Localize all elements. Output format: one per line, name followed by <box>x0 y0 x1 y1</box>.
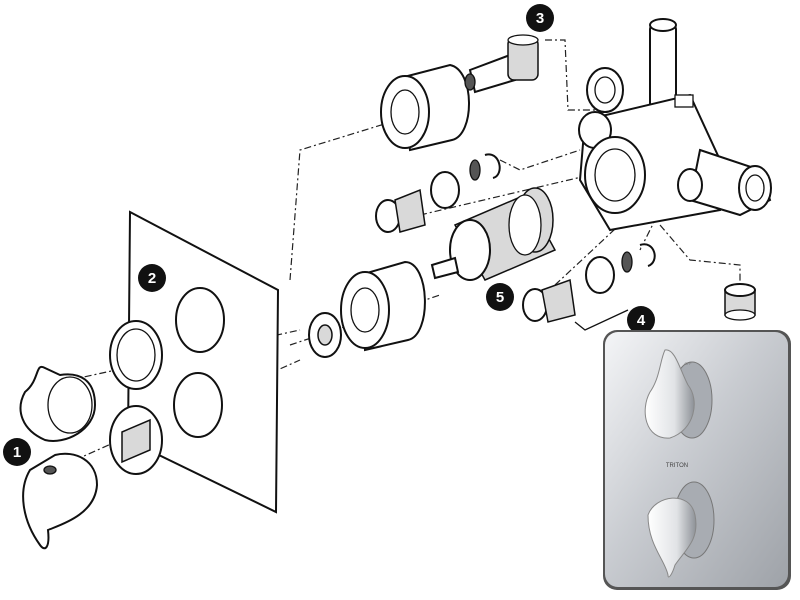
brand-label: TRITON <box>666 463 688 469</box>
top-handle <box>644 349 713 439</box>
product-photo: TRITON OFF <box>603 330 791 590</box>
thermostatic-cartridge <box>430 187 557 281</box>
lower-check-valve <box>522 243 656 331</box>
off-label: OFF <box>685 362 692 366</box>
callout-1: 1 <box>3 438 31 466</box>
blanking-plug <box>724 283 756 321</box>
valve-body <box>578 18 772 232</box>
bottom-handle <box>647 481 715 578</box>
trim-rings <box>109 320 163 475</box>
handles <box>19 365 99 550</box>
callout-2: 2 <box>138 264 166 292</box>
callout-5: 5 <box>486 283 514 311</box>
svg-text:3: 3 <box>536 10 544 27</box>
callout-3: 3 <box>526 4 554 32</box>
svg-text:4: 4 <box>637 312 646 329</box>
svg-text:2: 2 <box>148 270 156 287</box>
faceplate <box>126 210 280 514</box>
lower-sleeve <box>308 260 426 358</box>
upper-sleeve <box>380 63 470 152</box>
callout-4: 4 <box>627 306 655 334</box>
upper-check-valve <box>375 153 501 233</box>
flow-cartridge <box>464 34 539 94</box>
svg-text:1: 1 <box>13 444 21 461</box>
svg-text:5: 5 <box>496 289 504 306</box>
